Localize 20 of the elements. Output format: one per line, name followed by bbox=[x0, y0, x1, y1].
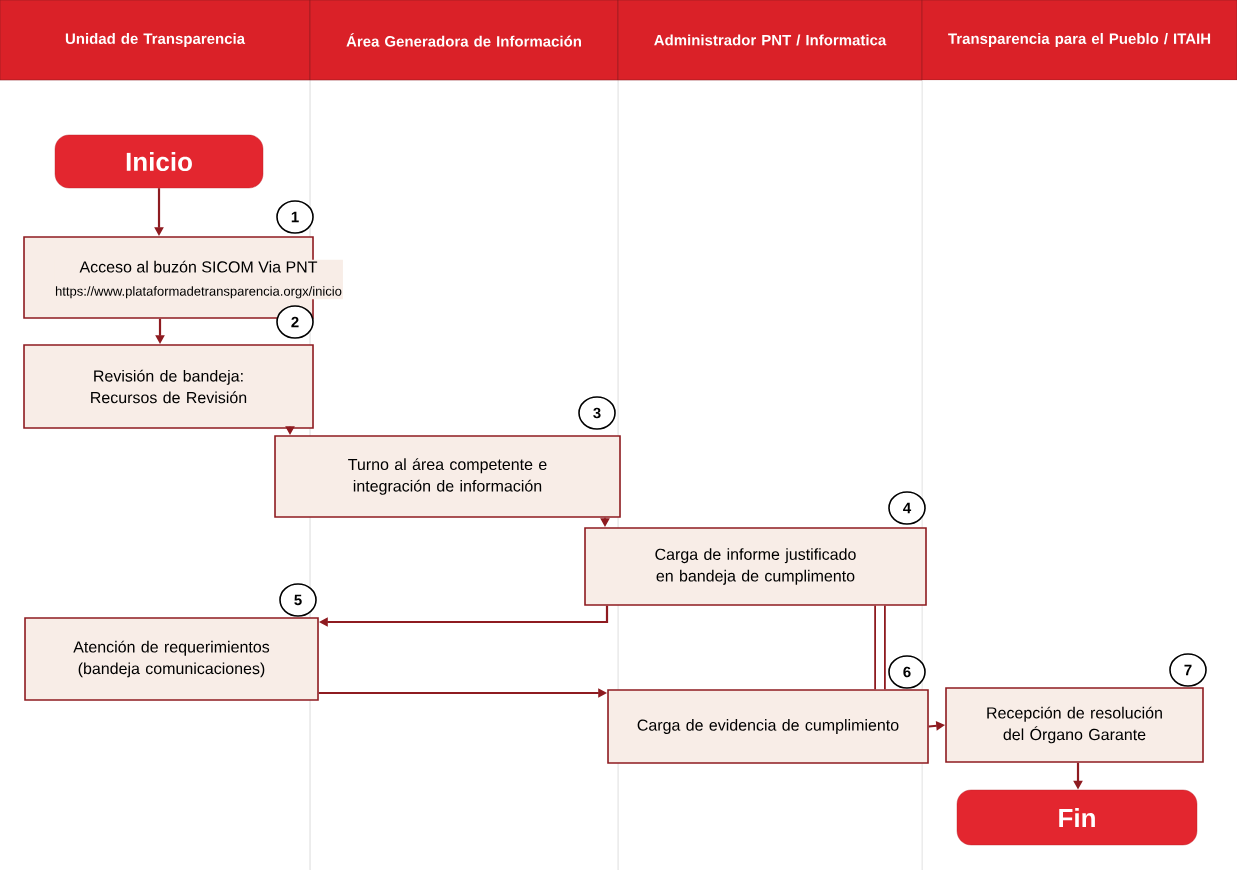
process-box: Revisión de bandeja: Recursos de Revisión bbox=[23, 344, 314, 429]
step-number: 2 bbox=[276, 305, 314, 339]
lane-header: Área Generadora de Información bbox=[309, 0, 619, 81]
terminal: Inicio bbox=[54, 134, 264, 189]
process-box: Carga de evidencia de cumplimiento bbox=[607, 689, 929, 764]
connector bbox=[874, 605, 886, 690]
step-number: 5 bbox=[279, 583, 317, 617]
terminal: Fin bbox=[956, 789, 1198, 846]
lane-header: Administrador PNT / Informatica bbox=[617, 0, 923, 81]
lane-header: Unidad de Transparencia bbox=[0, 0, 311, 81]
step-number: 7 bbox=[1169, 653, 1207, 687]
lane-header: Transparencia para el Pueblo / ITAIH bbox=[921, 0, 1237, 81]
step-number: 3 bbox=[578, 396, 616, 430]
process-box: Turno al área competente e integración de información bbox=[274, 435, 621, 518]
step-number: 4 bbox=[888, 491, 926, 525]
process-box: Carga de informe justificado en bandeja de cumplimento bbox=[584, 527, 927, 606]
process-box: Atención de requerimientos (bandeja comunicaciones) bbox=[24, 617, 319, 701]
step-number: 6 bbox=[888, 655, 926, 689]
step-number: 1 bbox=[276, 200, 314, 234]
process-box: Recepción de resolución del Órgano Garante bbox=[945, 687, 1204, 763]
